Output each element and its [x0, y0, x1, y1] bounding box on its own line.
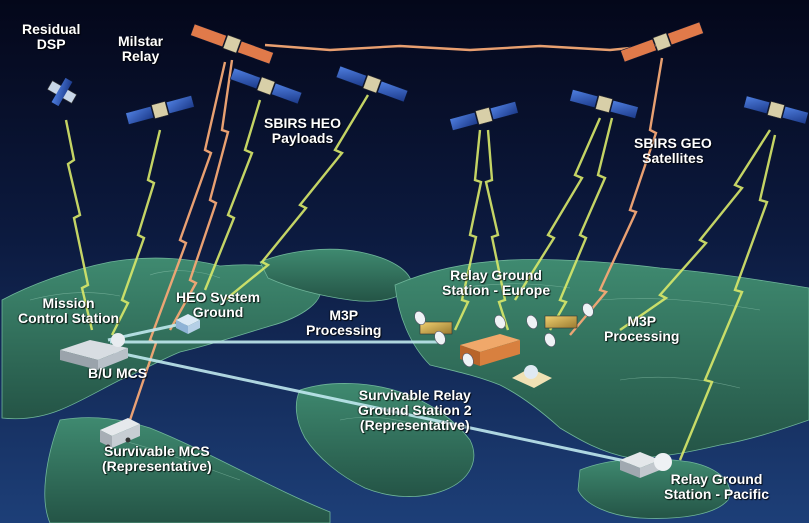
uplink-geo3-europe-b: [548, 117, 614, 331]
pacific-station-building-icon: [620, 452, 672, 478]
label-line: Relay Ground: [450, 267, 542, 283]
satellite-icon-milstar-left: [190, 23, 274, 65]
uplink-geo3-europe-a: [513, 117, 602, 301]
uplink-heo2-ground: [224, 94, 370, 301]
radar-dish-icon: [582, 303, 594, 317]
label-line: Payloads: [271, 130, 334, 146]
label-line: M3P: [329, 307, 359, 323]
label-bu-mcs: B/U MCS: [88, 366, 147, 381]
label-survivable-mcs: Survivable MCS (Representative): [102, 444, 212, 474]
milstar-crosslink: [264, 43, 661, 52]
label-line: Relay: [121, 48, 160, 64]
satellite-icon-heo-2: [335, 65, 409, 103]
landmass-north-america: [1, 257, 321, 420]
radar-dish-icon: [494, 315, 506, 329]
uplink-geo4-m3p: [619, 129, 772, 331]
satellite-icon-geo-1: [125, 95, 195, 125]
satellite-icon-heo-1: [229, 67, 303, 105]
radar-dish-icon: [544, 333, 556, 347]
satellite-icon-dsp: [46, 77, 78, 107]
label-line: M3P: [627, 313, 657, 329]
label-m3p-processing-left: M3P Processing: [306, 308, 381, 338]
label-line: (Representative): [102, 458, 212, 474]
label-heo-system-ground: HEO System Ground: [176, 290, 260, 320]
radar-dish-icons: [414, 303, 594, 367]
label-line: Milstar: [118, 33, 164, 49]
label-line: SBIRS HEO: [264, 115, 342, 131]
earth-landmass: [1, 248, 809, 523]
groundlink-mcs-pacific: [104, 348, 631, 464]
satellite-uplinks: [64, 94, 777, 461]
label-line: SBIRS GEO: [634, 135, 712, 151]
m3p-trailer-right-icon: [544, 315, 578, 329]
uplink-geo2-europe-b: [484, 129, 510, 331]
radar-dish-icon: [526, 315, 538, 329]
relay-station-2-icon: [512, 365, 552, 388]
label-line: DSP: [36, 36, 66, 52]
label-line: Station - Pacific: [664, 486, 770, 502]
label-line: Processing: [306, 322, 382, 338]
label-sbirs-heo-payloads: SBIRS HEO Payloads: [264, 116, 341, 146]
heo-ground-building-icon: [176, 314, 200, 334]
label-line: Processing: [604, 328, 680, 344]
label-line: Survivable Relay: [358, 387, 471, 403]
radar-dish-icon: [462, 353, 474, 367]
label-sbirs-geo-satellites: SBIRS GEO Satellites: [634, 136, 712, 166]
label-line: Survivable MCS: [103, 443, 210, 459]
label-line: Residual: [22, 21, 81, 37]
label-relay-ground-station-pacific: Relay Ground Station - Pacific: [664, 472, 769, 502]
landmass-africa: [295, 383, 475, 497]
label-line: Station - Europe: [442, 282, 551, 298]
milstar-downlink-mcs: [168, 59, 234, 331]
label-line: Ground Station 2: [358, 402, 472, 418]
label-survivable-relay-ground-station-2: Survivable Relay Ground Station 2 (Repre…: [358, 388, 472, 433]
label-line: Satellites: [642, 150, 704, 166]
truck-icon: [100, 418, 140, 450]
radar-dish-icon: [414, 311, 426, 325]
satellite-icon-geo-4: [743, 95, 809, 125]
terrain-texture: [29, 270, 761, 481]
radar-dish-icon: [434, 331, 446, 345]
label-line: Control Station: [18, 310, 120, 326]
satellite-icon-geo-2: [449, 101, 519, 131]
label-residual-dsp: Residual DSP: [22, 22, 80, 52]
uplink-geo2-europe-a: [453, 129, 483, 331]
uplink-heo-ground: [203, 99, 262, 291]
label-milstar-relay: Milstar Relay: [118, 34, 163, 64]
label-relay-ground-station-europe: Relay Ground Station - Europe: [442, 268, 550, 298]
uplink-geo4-pacific: [678, 134, 777, 461]
uplink-dsp: [64, 119, 94, 331]
label-line: B/U MCS: [88, 365, 148, 381]
satellite-icon-milstar-right: [620, 21, 704, 63]
label-line: Ground: [192, 304, 244, 320]
label-line: Relay Ground: [670, 471, 763, 487]
label-m3p-processing-right: M3P Processing: [604, 314, 679, 344]
label-line: Mission: [42, 295, 95, 311]
label-line: HEO System: [176, 289, 261, 305]
label-line: (Representative): [359, 417, 470, 433]
milstar-downlink-europe: [569, 57, 664, 336]
mission-control-building-icon: [60, 333, 128, 370]
landmass-eurasia: [394, 259, 809, 459]
satellite-icon-geo-3: [569, 89, 639, 119]
label-mission-control-station: Mission Control Station: [18, 296, 119, 326]
uplink-geo1-mcs: [110, 129, 162, 336]
